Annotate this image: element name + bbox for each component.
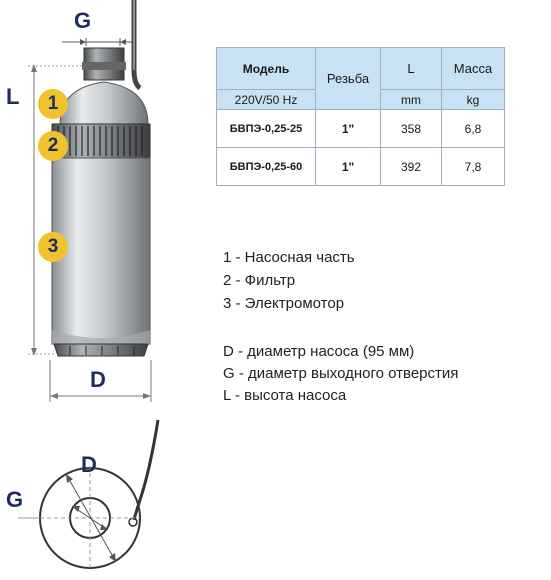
header-mass: Масса (441, 47, 505, 90)
bottom-cap (53, 343, 149, 357)
cell-thread: 1" (315, 109, 381, 148)
dimension-label-l: L (6, 84, 20, 109)
cell-l: 392 (380, 147, 442, 186)
cell-l: 358 (380, 109, 442, 148)
cell-thread: 1" (315, 147, 381, 186)
legend-item-part-1: 1 - Насосная часть (223, 249, 355, 266)
legend-item-part-3: 3 - Электромотор (223, 295, 345, 312)
legend-item-part-2: 2 - Фильтр (223, 272, 296, 289)
badge-part-2: 2 (38, 131, 68, 161)
legend-item-l: L - высота насоса (223, 387, 347, 404)
pump-drawing (18, 0, 160, 569)
header-l-unit: mm (380, 89, 442, 110)
legend-item-d: D - диаметр насоса (95 мм) (223, 343, 415, 360)
cell-model: БВПЭ-0,25-25 (216, 109, 316, 148)
header-l: L (380, 47, 442, 90)
cell-mass: 7,8 (441, 147, 505, 186)
motor-body (51, 157, 151, 345)
filter-section (51, 123, 151, 159)
dimension-label-g-bottom: G (6, 487, 24, 512)
table-row: БВПЭ-0,25-60 1" 392 7,8 (216, 147, 505, 186)
table-row: БВПЭ-0,25-25 1" 358 6,8 (216, 109, 505, 148)
header-power: 220V/50 Hz (216, 89, 316, 110)
spec-table: Модель Резьба L Масса 220V/50 Hz mm kg Б… (216, 47, 505, 186)
cell-model: БВПЭ-0,25-60 (216, 147, 316, 186)
header-mass-unit: kg (441, 89, 505, 110)
bottom-view-cable (132, 419, 160, 521)
badge-part-1: 1 (38, 89, 68, 119)
dimension-label-g-top: G (74, 8, 92, 33)
badge-part-3: 3 (38, 232, 68, 262)
power-cable (131, 0, 142, 91)
pump-head (59, 81, 149, 125)
dimension-label-d-side: D (90, 367, 106, 392)
header-model: Модель (216, 47, 316, 90)
legend-item-g: G - диаметр выходного отверстия (223, 365, 459, 382)
header-thread: Резьба (315, 47, 381, 110)
dimension-label-d-bottom: D (81, 452, 97, 477)
cell-mass: 6,8 (441, 109, 505, 148)
